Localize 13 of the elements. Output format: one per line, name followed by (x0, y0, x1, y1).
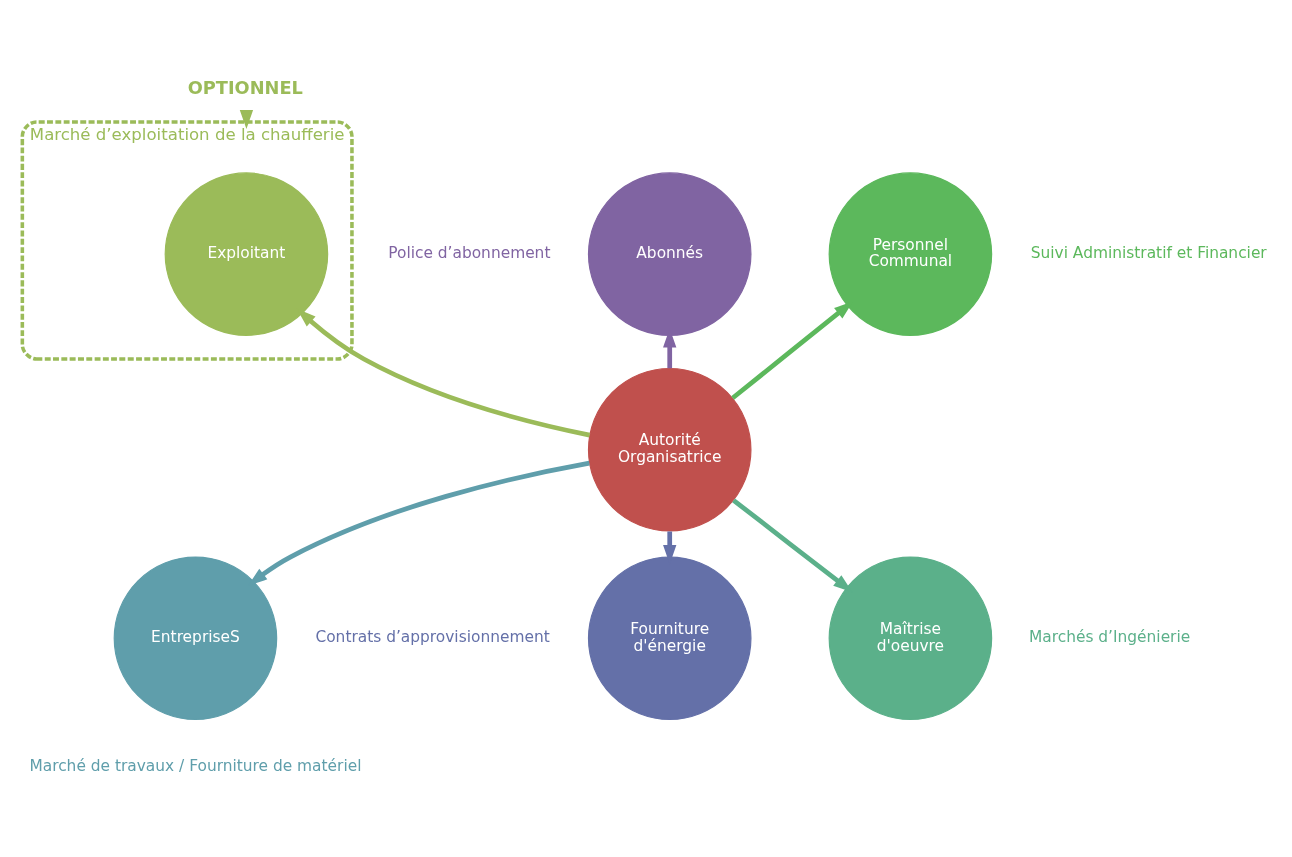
node-circle: Fourniture d'énergie (587, 555, 752, 720)
node-circle: EntrepriseS (113, 555, 278, 720)
node-label: Marchés d’Ingénierie (1028, 627, 1191, 646)
node-circle: Exploitant (164, 171, 329, 336)
node-label: Marché de travaux / Fourniture de matériel (29, 756, 362, 775)
node-text: OPTIONNEL (187, 76, 303, 98)
node-circle: Abonnés (587, 171, 752, 336)
node-circle: Personnel Communal (828, 171, 993, 336)
node-label: Contrats d’approvisionnement (315, 627, 550, 646)
node-label: Suivi Administratif et Financier (1030, 243, 1267, 262)
node-circle: Autorité Organisatrice (587, 367, 752, 532)
node-label: Police d’abonnement (388, 243, 551, 262)
node-circle: Maîtrise d'oeuvre (828, 555, 993, 720)
